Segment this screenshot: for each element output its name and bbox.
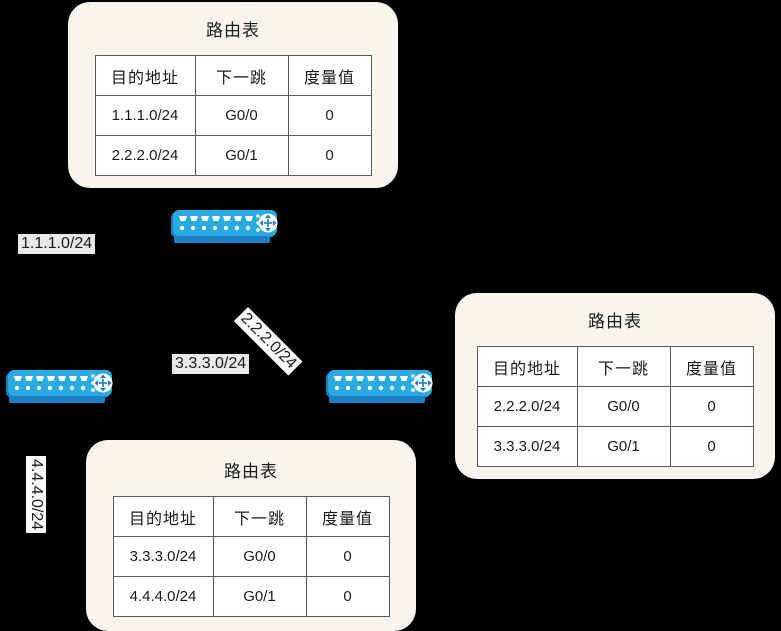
routing-table-bottom: 目的地址 下一跳 度量值 3.3.3.0/24 G0/0 0 4.4.4.0/2… xyxy=(112,496,390,617)
cell-metric: 0 xyxy=(305,576,390,617)
cell-next-hop: G0/1 xyxy=(194,135,289,176)
cell-next-hop: G0/1 xyxy=(576,426,671,467)
table-row: 2.2.2.0/24 G0/0 0 xyxy=(476,386,754,427)
routing-table-card-bottom: 路由表 目的地址 下一跳 度量值 3.3.3.0/24 G0/0 0 4.4.4… xyxy=(86,440,416,631)
routing-table-top: 目的地址 下一跳 度量值 1.1.1.0/24 G0/0 0 2.2.2.0/2… xyxy=(94,55,372,176)
table-row: 4.4.4.0/24 G0/1 0 xyxy=(112,576,390,617)
header-destination: 目的地址 xyxy=(476,346,578,387)
switch-icon xyxy=(6,370,113,403)
cell-next-hop: G0/1 xyxy=(212,576,307,617)
cell-destination: 3.3.3.0/24 xyxy=(476,426,578,467)
cell-destination: 3.3.3.0/24 xyxy=(112,536,214,577)
header-metric: 度量值 xyxy=(669,346,754,387)
network-switch-left[interactable] xyxy=(5,368,115,408)
network-label-4-4-4-0: 4.4.4.0/24 xyxy=(26,456,46,534)
table-row: 2.2.2.0/24 G0/1 0 xyxy=(94,135,372,176)
header-next-hop: 下一跳 xyxy=(576,346,671,387)
cell-next-hop: G0/0 xyxy=(212,536,307,577)
header-destination: 目的地址 xyxy=(112,496,214,537)
header-destination: 目的地址 xyxy=(94,55,196,96)
cell-destination: 2.2.2.0/24 xyxy=(94,135,196,176)
cell-destination: 1.1.1.0/24 xyxy=(94,95,196,136)
network-label-3-3-3-0: 3.3.3.0/24 xyxy=(172,354,250,374)
cell-metric: 0 xyxy=(669,386,754,427)
routing-table-card-top: 路由表 目的地址 下一跳 度量值 1.1.1.0/24 G0/0 0 2.2.2… xyxy=(68,2,398,188)
table-header-row: 目的地址 下一跳 度量值 xyxy=(94,55,372,96)
table-header-row: 目的地址 下一跳 度量值 xyxy=(476,346,754,387)
table-header-row: 目的地址 下一跳 度量值 xyxy=(112,496,390,537)
cell-metric: 0 xyxy=(287,95,372,136)
table-row: 3.3.3.0/24 G0/1 0 xyxy=(476,426,754,467)
switch-icon xyxy=(326,370,433,403)
routing-table-title: 路由表 xyxy=(588,312,642,331)
routing-table-title: 路由表 xyxy=(206,21,260,40)
cell-metric: 0 xyxy=(669,426,754,467)
cell-metric: 0 xyxy=(287,135,372,176)
table-row: 3.3.3.0/24 G0/0 0 xyxy=(112,536,390,577)
network-switch-right[interactable] xyxy=(325,368,435,408)
header-next-hop: 下一跳 xyxy=(194,55,289,96)
cell-destination: 2.2.2.0/24 xyxy=(476,386,578,427)
network-switch-top[interactable] xyxy=(170,208,280,248)
cell-metric: 0 xyxy=(305,536,390,577)
header-metric: 度量值 xyxy=(287,55,372,96)
switch-icon xyxy=(171,210,278,243)
cell-destination: 4.4.4.0/24 xyxy=(112,576,214,617)
table-row: 1.1.1.0/24 G0/0 0 xyxy=(94,95,372,136)
routing-table-right: 目的地址 下一跳 度量值 2.2.2.0/24 G0/0 0 3.3.3.0/2… xyxy=(476,346,754,467)
cell-next-hop: G0/0 xyxy=(194,95,289,136)
routing-table-card-right: 路由表 目的地址 下一跳 度量值 2.2.2.0/24 G0/0 0 3.3.3… xyxy=(455,293,775,479)
network-label-1-1-1-0: 1.1.1.0/24 xyxy=(18,234,96,254)
header-next-hop: 下一跳 xyxy=(212,496,307,537)
header-metric: 度量值 xyxy=(305,496,390,537)
cell-next-hop: G0/0 xyxy=(576,386,671,427)
routing-table-title: 路由表 xyxy=(224,462,278,481)
